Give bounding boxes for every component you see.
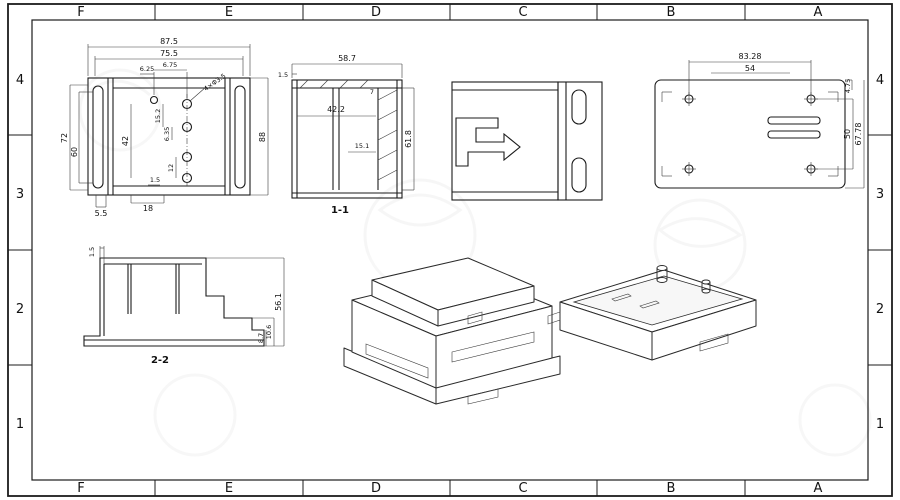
grid-col-bottom-f: F — [77, 481, 84, 496]
grid-col-top-c: C — [518, 5, 527, 20]
grid-col-bottom-d: D — [371, 481, 381, 496]
dim-section11-wall: 1.5 — [278, 71, 288, 79]
dim-top-edge: 4.75 — [844, 79, 852, 93]
iso-body-right-face — [435, 305, 553, 389]
grid-row-left-2: 2 — [16, 302, 24, 317]
grid-row-left-4: 4 — [16, 73, 24, 88]
dim-front-rib: 1.5 — [150, 176, 160, 184]
grid-col-top-d: D — [371, 5, 381, 20]
dim-section11-slot: 15.1 — [355, 142, 369, 150]
top-view-outline — [654, 79, 846, 189]
side-slot-top — [571, 89, 587, 125]
dim-front-overall-width: 87.5 — [160, 37, 178, 46]
grid-row-right-1: 1 — [876, 417, 884, 432]
front-right-slot — [234, 85, 246, 189]
grid-ticks — [8, 4, 892, 496]
grid-col-top-a: A — [814, 5, 823, 20]
iso-lid-right-face — [437, 285, 535, 327]
grid-col-top-e: E — [225, 5, 233, 20]
dim-top-depth: 67.78 — [854, 123, 863, 146]
dim-top-hole-span-v: 50 — [843, 129, 852, 139]
grid-labels: F E D C B A F E D C B A 4 3 2 1 4 3 2 1 — [16, 5, 884, 496]
drawing-frame — [7, 3, 893, 497]
dim-front-hole-offset-b: 6.25 — [140, 65, 154, 73]
side-slot-bottom — [571, 157, 587, 193]
dim-section22-step-a: 8.7 — [257, 333, 265, 343]
tray-right-face — [651, 299, 757, 361]
section22-label: 2-2 — [151, 355, 169, 366]
front-view-dims — [69, 44, 269, 208]
grid-col-bottom-e: E — [225, 481, 233, 496]
isometric-base-view — [547, 265, 757, 361]
dim-section22-height: 56.1 — [274, 293, 283, 311]
iso-assembled-details — [365, 311, 535, 405]
front-view: 87.5 75.5 6.75 6.25 4×Φ3.5 72 60 88 42 1… — [60, 37, 269, 218]
grid-row-right-2: 2 — [876, 302, 884, 317]
top-view-dims — [688, 60, 865, 189]
grid-col-bottom-b: B — [667, 481, 676, 496]
dim-section22-wall: 1.5 — [88, 247, 96, 257]
dim-front-holes-note: 4×Φ3.5 — [202, 72, 227, 93]
dim-front-bottom-b: 5.5 — [95, 209, 108, 218]
section11-outline — [291, 79, 403, 199]
section11-hatch — [299, 79, 398, 181]
dim-front-height-inner-left: 60 — [70, 147, 79, 157]
dim-front-bottom-a: 18 — [143, 204, 153, 213]
tray-inner-rim — [572, 275, 744, 326]
front-left-slot — [92, 85, 104, 189]
grid-col-bottom-c: C — [518, 481, 527, 496]
front-hole-small — [149, 95, 159, 105]
grid-col-top-b: B — [667, 5, 676, 20]
section22-outline — [83, 257, 265, 347]
section11-dims — [291, 63, 415, 191]
grid-row-left-3: 3 — [16, 187, 24, 202]
top-slot-2 — [767, 130, 821, 139]
top-slot-1 — [767, 116, 821, 125]
section-1-1-view: 58.7 1.5 7 42.2 15.1 61.8 1-1 — [278, 54, 415, 216]
dim-front-height-outer-left: 72 — [60, 133, 69, 143]
front-view-outline — [87, 77, 251, 196]
side-cover-outline — [557, 81, 603, 201]
dim-section22-step-b: 10.6 — [265, 325, 273, 339]
tray-details — [547, 293, 729, 352]
grid-col-top-f: F — [77, 5, 84, 20]
dim-section11-depth: 61.8 — [404, 130, 413, 148]
isometric-assembled-view — [343, 257, 561, 405]
dim-section11-width: 58.7 — [338, 54, 356, 63]
section11-label: 1-1 — [331, 205, 349, 216]
side-view — [451, 81, 603, 201]
dim-front-hole-dia: 6.35 — [163, 127, 171, 141]
grid-col-bottom-a: A — [814, 481, 823, 496]
side-body-outline — [451, 81, 559, 201]
grid-row-left-1: 1 — [16, 417, 24, 432]
dim-front-mid-span: 42 — [121, 136, 130, 146]
top-view: 83.28 54 4.75 50 67.78 — [654, 52, 865, 189]
dim-front-hole-pitch-b: 12 — [167, 164, 175, 172]
dim-front-hole-offset-a: 6.75 — [163, 61, 177, 69]
tray-post-2 — [701, 279, 711, 294]
dim-front-height-right: 88 — [258, 132, 267, 142]
top-corner-marks — [661, 91, 839, 177]
grid-row-right-4: 4 — [876, 73, 884, 88]
dim-section11-lip: 7 — [370, 88, 374, 96]
section22-dims — [99, 246, 285, 347]
section-2-2-view: 1.5 56.1 8.7 10.6 2-2 — [83, 246, 285, 366]
dim-top-inner-span: 54 — [745, 64, 755, 73]
dim-front-hole-pitch-a: 15.2 — [154, 109, 162, 123]
dim-section11-inner-width: 42.2 — [327, 105, 345, 114]
dim-front-inner-width: 75.5 — [160, 49, 178, 58]
tray-post-1 — [656, 265, 668, 283]
din-clip-profile — [455, 117, 521, 167]
grid-row-right-3: 3 — [876, 187, 884, 202]
dim-top-hole-span: 83.28 — [739, 52, 762, 61]
inner-border — [31, 19, 869, 481]
